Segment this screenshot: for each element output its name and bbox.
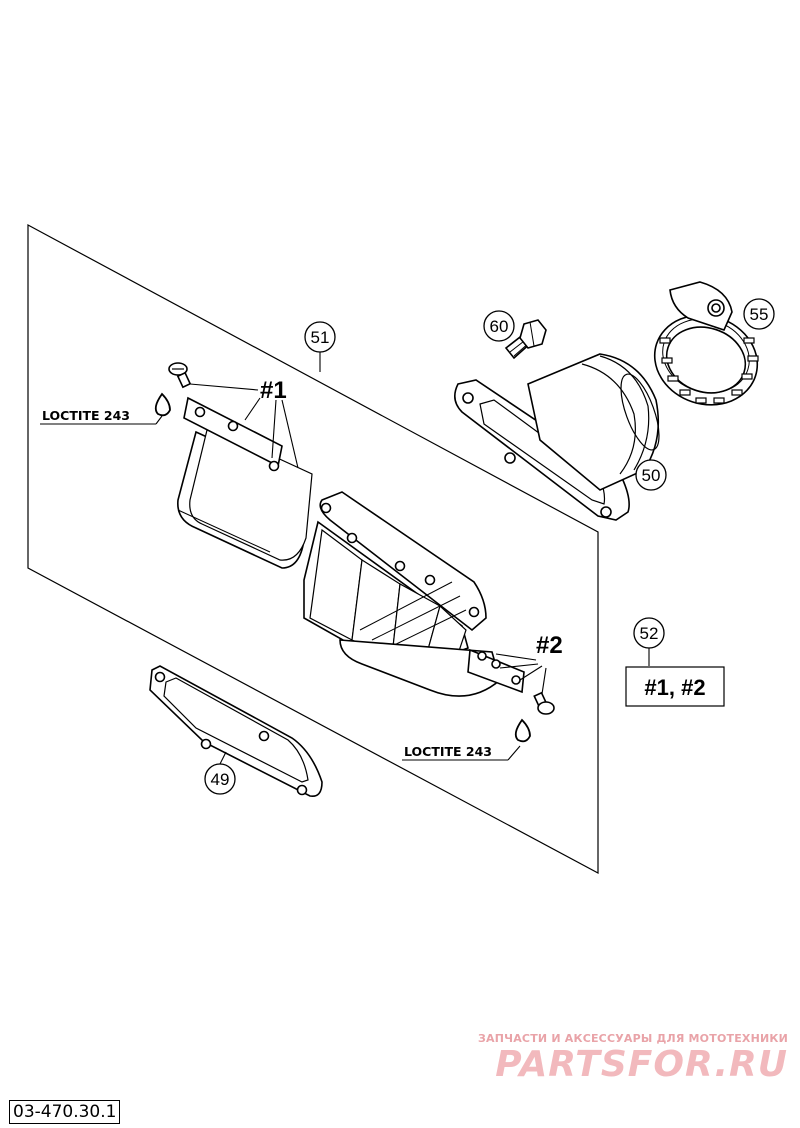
watermark: ЗАПЧАСТИ И АКСЕССУАРЫ ДЛЯ МОТОТЕХНИКИ PA… xyxy=(478,1032,788,1085)
loctite-top-label: LOCTITE 243 xyxy=(42,408,130,423)
group-1-leaders xyxy=(40,383,299,469)
drawing-number: 03-470.30.1 xyxy=(9,1100,121,1124)
watermark-brand: PARTSFOR.RU xyxy=(495,1044,788,1085)
reed-block xyxy=(303,491,555,743)
callout-49: 49 xyxy=(204,751,236,795)
bolt-60 xyxy=(504,319,547,360)
callout-51-label: 51 xyxy=(311,328,330,347)
callout-49-label: 49 xyxy=(211,770,230,789)
group-2-label: #2 xyxy=(536,632,563,659)
callout-50: 50 xyxy=(635,459,667,491)
reed-valve-assembly-outline xyxy=(27,223,599,875)
kit-contents-label: #1, #2 xyxy=(644,675,705,700)
callout-51: 51 xyxy=(304,321,336,372)
callout-60: 60 xyxy=(483,310,515,342)
callout-60-label: 60 xyxy=(490,317,509,336)
callout-55-label: 55 xyxy=(750,305,769,324)
watermark-subtitle: ЗАПЧАСТИ И АКСЕССУАРЫ ДЛЯ МОТОТЕХНИКИ xyxy=(478,1032,788,1045)
loctite-drop-bottom-icon xyxy=(514,718,531,743)
group-1-label: #1 xyxy=(260,377,287,404)
screw-top xyxy=(168,362,192,389)
intake-flange-50 xyxy=(454,353,660,521)
kit-contents-box: #1, #2 xyxy=(625,666,725,707)
callout-55: 55 xyxy=(743,298,775,330)
hose-clamp-55 xyxy=(653,281,759,406)
callout-52: 52 xyxy=(633,617,665,666)
loctite-drop-top-icon xyxy=(154,392,171,417)
screw-bottom xyxy=(533,691,555,715)
reed-petal-group-1 xyxy=(154,362,313,569)
group-2-leaders xyxy=(402,653,547,761)
loctite-bottom-label: LOCTITE 243 xyxy=(404,744,492,759)
callout-50-label: 50 xyxy=(642,466,661,485)
callout-52-label: 52 xyxy=(640,624,659,643)
gasket-49 xyxy=(149,665,323,798)
